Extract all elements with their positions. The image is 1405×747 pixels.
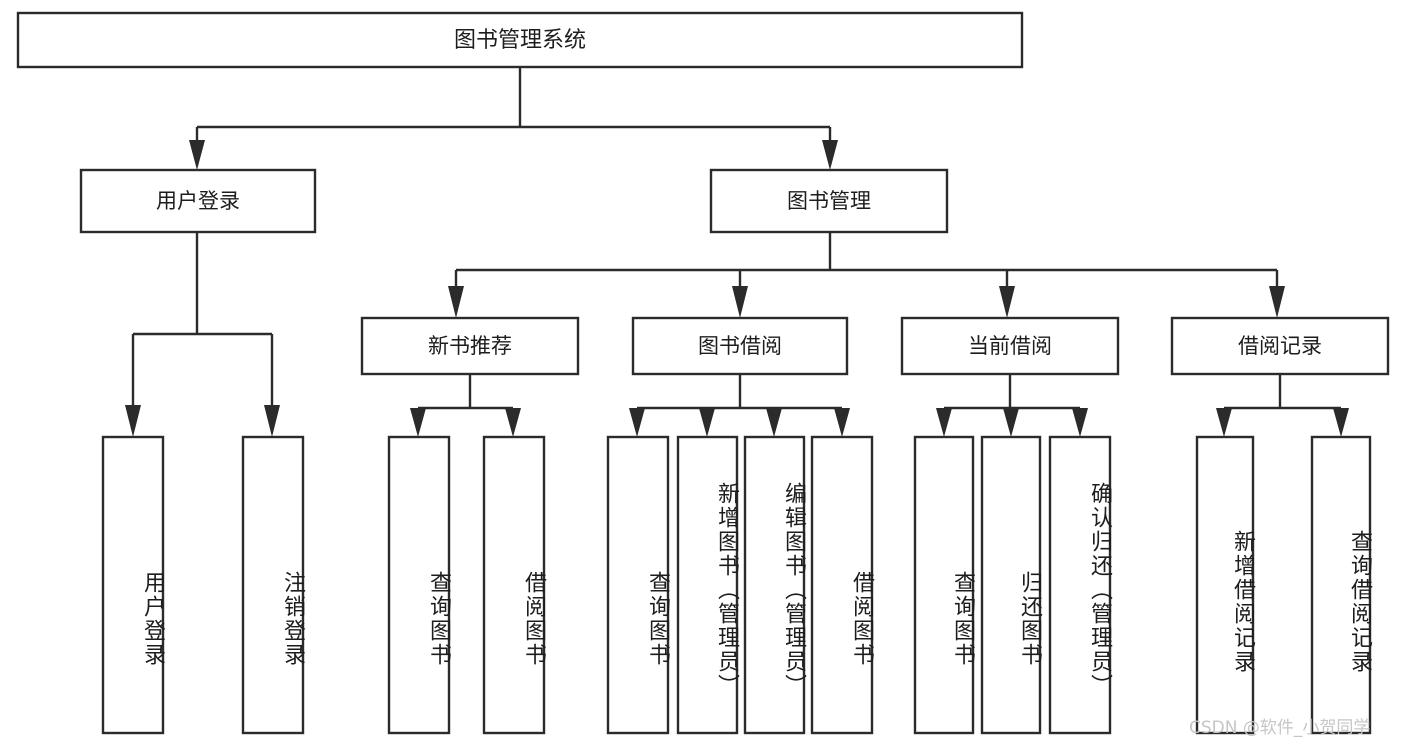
arrow-head-newbook-leaf-1 [410, 408, 426, 437]
node-leaf-current-return-book[interactable] [980, 435, 1042, 735]
node-book-borrow[interactable] [631, 316, 849, 376]
connector-layer [125, 67, 1349, 437]
arrow-head-record [1269, 286, 1285, 318]
arrow-head-user-login [189, 140, 205, 170]
csdn-watermark: CSDN @软件_小贺同学 [1189, 718, 1371, 738]
node-leaf-current-query-book[interactable] [913, 435, 975, 735]
arrow-head-current [999, 286, 1015, 318]
node-leaf-borrow-borrow-book[interactable] [810, 435, 874, 735]
node-leaf-record-query[interactable] [1310, 435, 1372, 735]
node-current-borrow-label: 当前借阅 [968, 334, 1052, 358]
node-borrow-record[interactable] [1170, 316, 1390, 376]
arrow-head-current-leaf-3 [1072, 408, 1088, 437]
node-leaf-user-login[interactable] [101, 435, 165, 735]
node-root-system-label: 图书管理系统 [454, 28, 586, 53]
node-book-management-label: 图书管理 [787, 189, 871, 213]
arrow-head-book-mgmt [822, 140, 838, 170]
node-leaf-borrow-edit-book[interactable] [743, 435, 806, 735]
node-leaf-borrow-query-book[interactable] [606, 435, 670, 735]
arrow-head-newbook [448, 286, 464, 318]
node-borrow-record-label: 借阅记录 [1238, 334, 1322, 358]
node-leaf-borrow-add-book[interactable] [676, 435, 739, 735]
arrow-head-borrow-leaf-4 [834, 408, 850, 437]
arrow-head-borrow-leaf-1 [629, 408, 645, 437]
arrow-head-borrow-leaf-2 [699, 408, 715, 437]
arrow-head-newbook-leaf-2 [505, 408, 521, 437]
node-leaf-record-add[interactable] [1195, 435, 1255, 735]
arrow-head-record-leaf-2 [1333, 408, 1349, 437]
arrow-head-current-leaf-1 [936, 408, 952, 437]
node-new-book-recommend-label: 新书推荐 [428, 334, 512, 358]
arrow-head-borrow-leaf-3 [766, 408, 782, 437]
node-leaf-newbook-query-book[interactable] [387, 435, 451, 735]
node-layer: 图书管理系统 用户登录 图书管理 新书推荐 图书借阅 当前借阅 借阅记录 [16, 11, 1390, 735]
arrow-head-leaf-user-login [125, 405, 141, 437]
node-root-system[interactable] [16, 11, 1024, 69]
node-user-login[interactable] [79, 168, 317, 234]
node-leaf-logout[interactable] [241, 435, 305, 735]
node-user-login-label: 用户登录 [156, 189, 240, 213]
arrow-head-current-leaf-2 [1003, 408, 1019, 437]
arrow-head-borrow [732, 286, 748, 318]
arrow-head-leaf-logout [264, 405, 280, 437]
node-leaf-newbook-borrow-book[interactable] [482, 435, 546, 735]
node-book-borrow-label: 图书借阅 [698, 334, 782, 358]
node-leaf-current-confirm-return[interactable] [1048, 435, 1112, 735]
node-new-book-recommend[interactable] [360, 316, 580, 376]
arrow-head-record-leaf-1 [1216, 408, 1232, 437]
node-current-borrow[interactable] [900, 316, 1120, 376]
node-book-management[interactable] [709, 168, 949, 234]
